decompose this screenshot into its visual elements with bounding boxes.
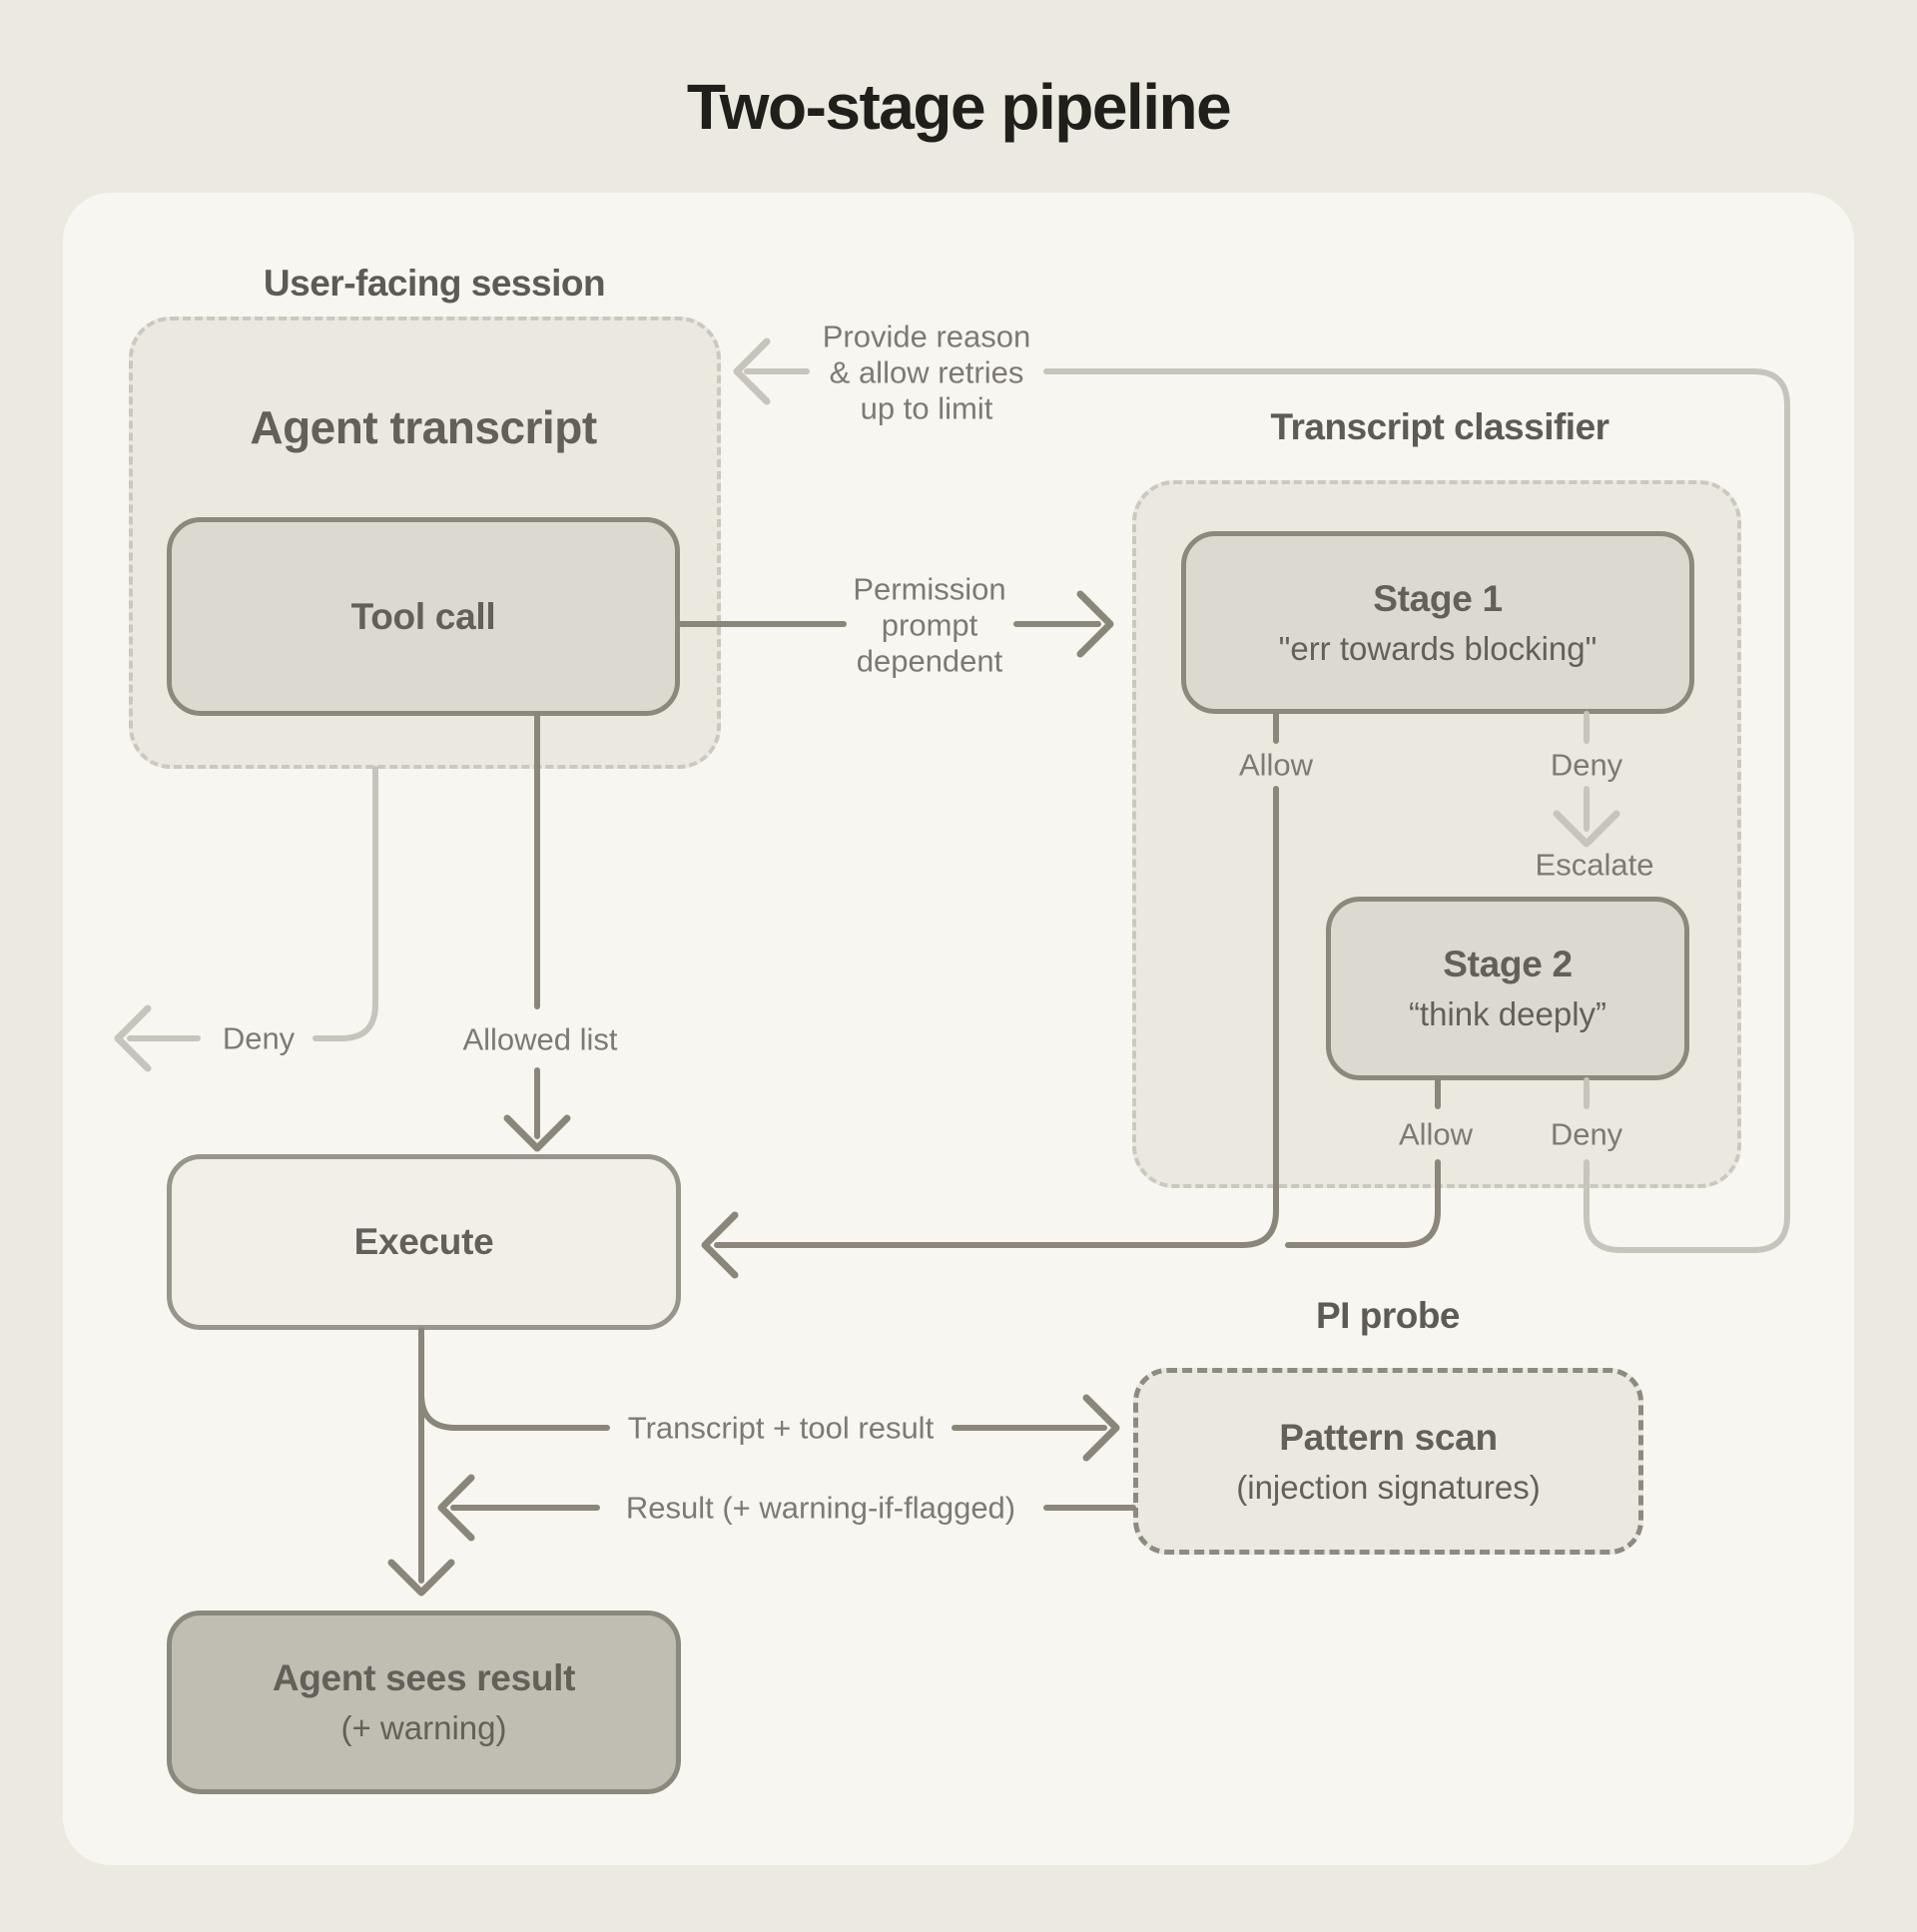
pattern-scan-title: Pattern scan [1279,1416,1498,1458]
allowed-list-label: Allowed list [462,1021,618,1057]
feedback-label-line2: & allow retries [829,354,1024,390]
stage2-allow-label: Allow [1398,1116,1474,1152]
classifier-group-label: Transcript classifier [1270,406,1609,447]
escalate-label: Escalate [1535,847,1654,883]
stage2-node: Stage 2 “think deeply” [1326,897,1689,1080]
stage2-deny-label: Deny [1550,1116,1623,1152]
session-group-label: User-facing session [263,263,606,304]
execute-node: Execute [167,1154,681,1330]
stage1-allow-label: Allow [1238,747,1314,783]
agent-sees-result-subtitle: (+ warning) [340,1709,507,1746]
stage1-deny-label: Deny [1550,747,1623,783]
permission-label-line2: prompt [881,607,978,643]
permission-label-line3: dependent [856,643,1003,679]
stage1-node: Stage 1 "err towards blocking" [1181,531,1694,714]
from-probe-label: Result (+ warning-if-flagged) [625,1490,1016,1526]
pattern-scan-node: Pattern scan (injection signatures) [1133,1368,1643,1555]
diagram-title: Two-stage pipeline [686,71,1232,143]
permission-label-line1: Permission [853,571,1006,607]
stage2-subtitle: “think deeply” [1408,995,1607,1032]
stage1-subtitle: "err towards blocking" [1278,629,1598,667]
deny-left-label: Deny [222,1020,296,1056]
stage2-title: Stage 2 [1443,944,1573,984]
stage1-title: Stage 1 [1373,577,1503,619]
tool-call-label: Tool call [350,595,496,637]
feedback-label-line3: up to limit [860,390,993,426]
agent-sees-result-node: Agent sees result (+ warning) [167,1610,681,1794]
pi-probe-group-label: PI probe [1315,1295,1461,1336]
execute-label: Execute [353,1221,494,1262]
feedback-label-line1: Provide reason [822,319,1031,354]
agent-transcript-heading: Agent transcript [250,401,597,453]
tool-call-node: Tool call [167,517,680,716]
to-probe-label: Transcript + tool result [627,1410,935,1446]
agent-sees-result-title: Agent sees result [272,1657,576,1698]
pattern-scan-subtitle: (injection signatures) [1236,1468,1541,1506]
